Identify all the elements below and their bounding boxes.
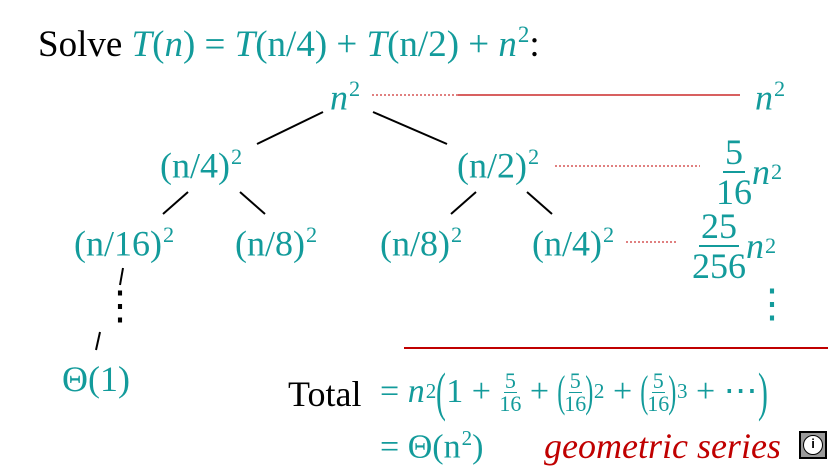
edge-root-left — [256, 111, 324, 145]
solve-label: Solve — [38, 23, 123, 65]
tree-node-l2-2: (n/8)2 — [235, 222, 318, 264]
tree-node-l1-left: (n/4)2 — [160, 144, 243, 186]
edge-l2-down1 — [119, 267, 124, 286]
edge-l1b-right — [526, 191, 553, 215]
geometric-series-note: geometric series — [544, 426, 781, 466]
level-sum-1-fraction: 5 16 — [716, 132, 752, 212]
level-sums-vdots: ⋮ — [752, 281, 792, 326]
total-result: = Θ(n2) — [380, 426, 484, 466]
level-sum-0: n2 — [755, 76, 786, 118]
info-button[interactable]: i — [799, 431, 827, 459]
edge-l2-down2 — [95, 331, 101, 351]
tree-node-l2-1: (n/16)2 — [74, 222, 175, 264]
colon: : — [529, 23, 540, 65]
tree-node-l2-3: (n/8)2 — [380, 222, 463, 264]
edge-root-right — [372, 111, 448, 145]
info-icon: i — [803, 435, 823, 455]
edge-l1a-left — [162, 191, 189, 215]
tree-node-l2-4: (n/4)2 — [532, 222, 615, 264]
tree-root: n2 — [330, 76, 361, 118]
total-label: Total — [288, 374, 362, 414]
tree-leaf: Θ(1) — [62, 359, 130, 399]
edge-l1a-right — [239, 191, 266, 215]
problem-statement: Solve T(n) = T(n/4) + T(n/2) + n2: — [38, 22, 540, 65]
recurrence: T(n) = T(n/4) + T(n/2) + n2 — [131, 22, 530, 65]
tree-node-l1-right: (n/2)2 — [457, 144, 540, 186]
edge-l1b-left — [450, 191, 477, 215]
level-sum-2-fraction: 25 256 — [692, 206, 746, 286]
tree-vdots: ⋮ — [100, 283, 140, 328]
